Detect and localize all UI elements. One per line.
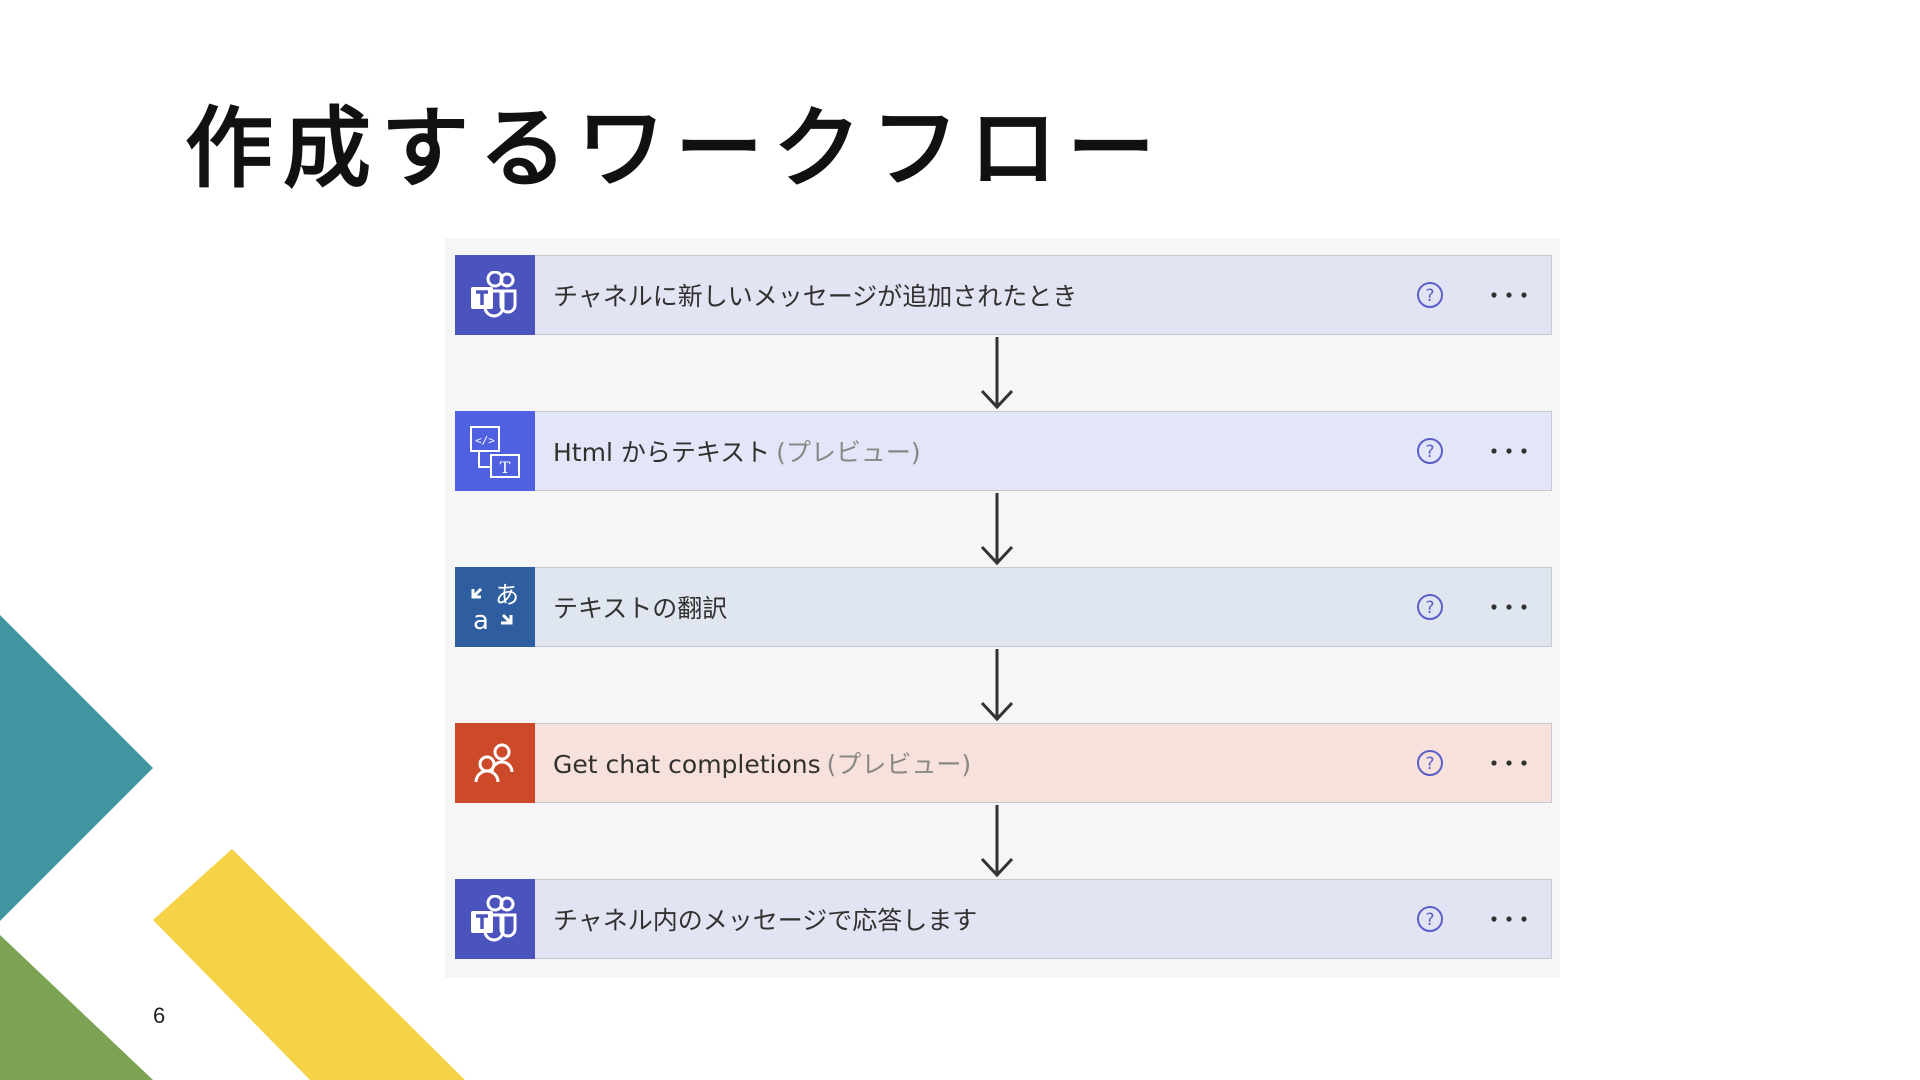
step-label: Get chat completions	[553, 750, 821, 779]
more-options-icon[interactable]	[1487, 436, 1531, 466]
openai-chat-icon	[455, 723, 535, 803]
step-label: テキストの翻訳	[553, 594, 728, 623]
more-options-icon[interactable]	[1487, 748, 1531, 778]
decor-green-triangle	[0, 935, 153, 1080]
flow-step-title: チャネル内のメッセージで応答します	[535, 901, 1415, 937]
flow-step-html-to-text[interactable]: </> T Html からテキスト(プレビュー) ?	[455, 411, 1552, 491]
svg-text:a: a	[473, 606, 489, 636]
step-tag: (プレビュー)	[776, 438, 921, 467]
more-options-icon[interactable]	[1487, 904, 1531, 934]
flow-arrow	[980, 337, 1014, 410]
flow-arrow	[980, 805, 1014, 878]
flow-designer-panel: チャネルに新しいメッセージが追加されたとき ? </> T	[445, 238, 1560, 978]
flow-step-title: テキストの翻訳	[535, 589, 1415, 625]
teams-icon	[455, 879, 535, 959]
step-label: Html からテキスト	[553, 438, 771, 467]
teams-icon	[455, 255, 535, 335]
svg-text:?: ?	[1425, 754, 1434, 774]
svg-text:?: ?	[1425, 598, 1434, 618]
help-icon[interactable]: ?	[1415, 280, 1445, 310]
translator-icon: あ a	[455, 567, 535, 647]
html-to-text-icon: </> T	[455, 411, 535, 491]
more-options-icon[interactable]	[1487, 280, 1531, 310]
flow-step-translate[interactable]: あ a テキストの翻訳 ?	[455, 567, 1552, 647]
step-label: チャネルに新しいメッセージが追加されたとき	[553, 282, 1078, 311]
svg-text:</>: </>	[475, 434, 495, 447]
help-icon[interactable]: ?	[1415, 592, 1445, 622]
flow-step-reply-message[interactable]: チャネル内のメッセージで応答します ?	[455, 879, 1552, 959]
step-label: チャネル内のメッセージで応答します	[553, 906, 978, 935]
flow-step-title: チャネルに新しいメッセージが追加されたとき	[535, 277, 1415, 313]
svg-text:?: ?	[1425, 910, 1434, 930]
decor-teal-triangle	[0, 615, 153, 921]
flow-step-title: Html からテキスト(プレビュー)	[535, 433, 1415, 469]
help-icon[interactable]: ?	[1415, 436, 1445, 466]
help-icon[interactable]: ?	[1415, 904, 1445, 934]
help-icon[interactable]: ?	[1415, 748, 1445, 778]
svg-text:?: ?	[1425, 286, 1434, 306]
svg-text:あ: あ	[495, 581, 519, 609]
svg-text:?: ?	[1425, 442, 1434, 462]
flow-step-chat-completions[interactable]: Get chat completions(プレビュー) ?	[455, 723, 1552, 803]
decor-yellow-band	[153, 849, 465, 1080]
step-tag: (プレビュー)	[826, 750, 972, 779]
svg-text:T: T	[500, 458, 511, 477]
flow-arrow	[980, 649, 1014, 722]
more-options-icon[interactable]	[1487, 592, 1531, 622]
flow-step-title: Get chat completions(プレビュー)	[535, 745, 1415, 781]
flow-arrow	[980, 493, 1014, 566]
page-number: 6	[153, 1003, 166, 1028]
flow-step-trigger[interactable]: チャネルに新しいメッセージが追加されたとき ?	[455, 255, 1552, 335]
page-title: 作成するワークフロー	[185, 97, 1166, 200]
